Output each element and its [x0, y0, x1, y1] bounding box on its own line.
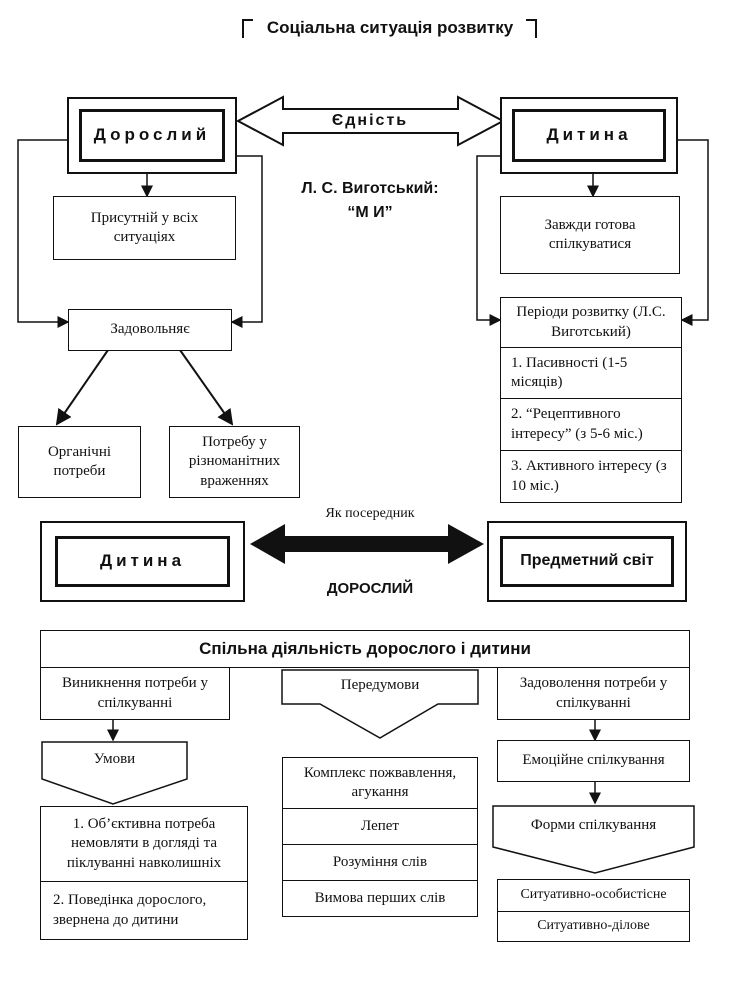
satisfies-box: Задовольняє [68, 309, 232, 351]
forms-label: Форми спілкування [530, 817, 657, 833]
conditions-table: 1. Об’єктивна потреба немовляти в догляд… [40, 806, 248, 940]
emotional-communication-box: Емоційне спілкування [497, 740, 690, 782]
form-item: Ситуативно-ділове [498, 911, 689, 941]
prerequisite-item: Розуміння слів [283, 844, 477, 880]
period-item: 3. Активного інтересу (з 10 міс.) [501, 450, 681, 502]
condition-item: 1. Об’єктивна потреба немовляти в догляд… [66, 815, 222, 871]
emergence-box: Виникнення потреби у спілкуванні [40, 667, 230, 720]
mediator-label: Як посередник [325, 506, 415, 521]
vygotsky-line1: Л. С. Виготський: [301, 180, 439, 197]
satisfaction-box: Задоволення потреби у спілкуванні [497, 667, 690, 720]
subject-world-label: Предметний світ [520, 552, 654, 570]
joint-activity-label: Спільна діяльність дорослого і дитини [199, 638, 531, 658]
period-item: 2. “Рецептивного інтересу” (з 5-6 міс.) [501, 398, 681, 450]
mediator-arrow [250, 524, 484, 564]
ready-box: Завжди готова спілкуватися [500, 196, 680, 274]
period-item: 1. Пасивності (1-5 місяців) [501, 347, 681, 398]
prerequisites-funnel [281, 669, 479, 739]
adult-box: Дорослий [67, 97, 237, 174]
periods-title: Періоди розвитку (Л.С. Виготський) [516, 304, 666, 340]
middle-child-box: Дитина [40, 521, 245, 602]
prerequisites-list: Комплекс пожвавлення, агукання Лепет Роз… [282, 757, 478, 917]
unity-label: Єдність [331, 112, 409, 129]
middle-child-label: Дитина [99, 551, 186, 571]
conditions-label: Умови [93, 751, 136, 767]
organic-needs-box: Органічні потреби [18, 426, 141, 498]
present-box: Присутній у всіх ситуаціях [53, 196, 236, 260]
child-box: Дитина [500, 97, 678, 174]
forms-funnel [492, 805, 695, 874]
vygotsky-line2: “М И” [347, 204, 393, 221]
prerequisite-item: Вимова перших слів [283, 880, 477, 916]
condition-item: 2. Поведінка дорослого, звернена до дити… [41, 881, 247, 939]
title-bracket [242, 19, 537, 38]
joint-activity-box: Спільна діяльність дорослого і дитини [40, 630, 690, 668]
adult-label: Дорослий [93, 125, 211, 145]
page-title: Соціальна ситуація розвитку [266, 18, 514, 37]
prerequisite-item: Комплекс пожвавлення, агукання [303, 764, 457, 801]
conditions-funnel [41, 741, 188, 805]
child-label: Дитина [546, 125, 632, 145]
prerequisite-item: Лепет [283, 808, 477, 844]
forms-list: Ситуативно-особистісне Ситуативно-ділове [497, 879, 690, 942]
form-item: Ситуативно-особистісне [520, 887, 667, 903]
periods-table: Періоди розвитку (Л.С. Виготський) 1. Па… [500, 297, 682, 503]
subject-world-box: Предметний світ [487, 521, 687, 602]
middle-adult-label: ДОРОСЛИЙ [326, 580, 414, 597]
impressions-box: Потребу у різноманітних враженнях [169, 426, 300, 498]
prerequisites-label: Передумови [340, 677, 420, 693]
